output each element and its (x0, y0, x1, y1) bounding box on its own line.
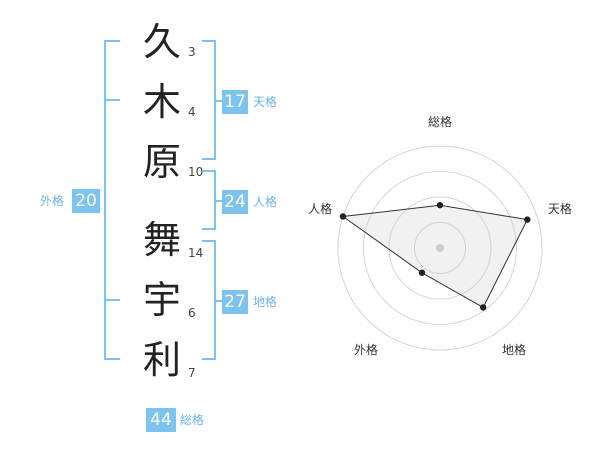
radar-ring-4 (337, 145, 543, 351)
name-char-6: 利 (142, 338, 181, 382)
radar-axis-label-4: 外格 (354, 342, 378, 357)
chikaku-label: 地格 (253, 295, 278, 309)
gaikaku-label: 外格 (40, 194, 65, 208)
radar-series-polygon (341, 204, 529, 309)
radar-ring-1 (414, 222, 466, 274)
tenkaku-value: 17 (222, 90, 248, 114)
stroke-count-6: 7 (188, 366, 196, 380)
radar-axis-label-2: 天格 (548, 201, 572, 216)
radar-axis-label-5: 人格 (308, 201, 332, 216)
stroke-count-5: 6 (188, 306, 196, 320)
name-char-3: 原 (142, 140, 181, 184)
name-char-4: 舞 (142, 218, 181, 262)
radar-ring-2 (388, 196, 492, 300)
soukaku-value: 44 (146, 408, 176, 432)
stroke-count-1: 3 (188, 45, 196, 59)
chikaku-value: 27 (222, 290, 248, 314)
name-char-5: 宇 (142, 278, 181, 322)
name-char-1: 久 (142, 20, 181, 64)
jinkaku-value: 24 (222, 190, 248, 214)
jinkaku-label: 人格 (253, 195, 278, 209)
stroke-count-2: 4 (188, 105, 196, 119)
radar-axis-label-3: 地格 (502, 342, 526, 357)
name-char-2: 木 (142, 80, 181, 124)
radar-axis-label-1: 総格 (428, 114, 452, 129)
tenkaku-label: 天格 (253, 95, 278, 109)
gaikaku-value: 20 (72, 189, 100, 213)
radar-point-4 (418, 269, 426, 276)
radar-point-3 (479, 304, 487, 311)
radar-center-dot (436, 244, 444, 252)
radar-point-2 (524, 216, 531, 223)
soukaku-label: 総格 (180, 413, 205, 427)
radar-point-5 (339, 213, 347, 220)
radar-ring-3 (363, 171, 517, 325)
stroke-count-4: 14 (188, 246, 204, 260)
radar-point-1 (436, 201, 444, 209)
stroke-count-3: 10 (188, 165, 204, 179)
